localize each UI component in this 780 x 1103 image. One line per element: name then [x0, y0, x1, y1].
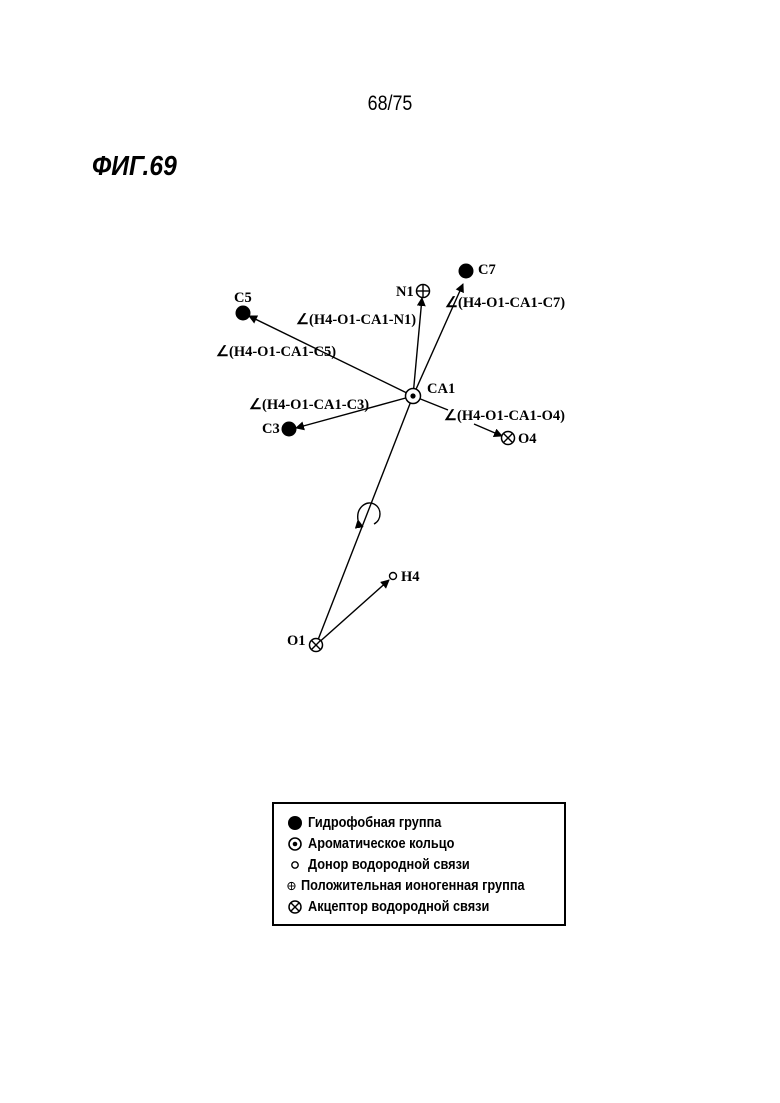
- label-c5: C5: [234, 290, 252, 306]
- label-h4: H4: [401, 569, 420, 585]
- circle-cross-icon: [286, 898, 304, 916]
- legend-item-aromatic: Ароматическое кольцо: [286, 833, 564, 854]
- c3-atom: [282, 422, 297, 437]
- c7-atom: [459, 264, 474, 279]
- n1-atom: [417, 285, 430, 298]
- label-o1: O1: [287, 633, 306, 649]
- c5-atom: [236, 306, 251, 321]
- label-o4: O4: [518, 431, 537, 447]
- legend-item-acceptor: Акцептор водородной связи: [286, 896, 564, 917]
- label-c3: C3: [262, 421, 280, 437]
- angle-label-c7: ∠(H4-O1-CA1-C7): [445, 295, 565, 311]
- dotted-circle-icon: [286, 835, 304, 853]
- legend-item-donor: Донор водородной связи: [286, 854, 564, 875]
- label-n1: N1: [396, 284, 414, 300]
- legend-label: Ароматическое кольцо: [308, 835, 454, 852]
- legend-item-hydrophobic: Гидрофобная группа: [286, 812, 564, 833]
- ca1-atom: [406, 389, 421, 404]
- o4-atom: [502, 432, 515, 445]
- angle-label-o4: ∠(H4-O1-CA1-O4): [444, 408, 565, 424]
- legend-label: Положительная ионогенная группа: [301, 877, 525, 894]
- h4-atom: [390, 573, 397, 580]
- angle-label-c5: ∠(H4-O1-CA1-C5): [216, 344, 336, 360]
- legend-label: Гидрофобная группа: [308, 814, 441, 831]
- angle-label-n1: ∠(H4-O1-CA1-N1): [296, 312, 416, 328]
- legend-box: Гидрофобная группа Ароматическое кольцо …: [272, 802, 566, 926]
- legend-label: Акцептор водородной связи: [308, 898, 489, 915]
- label-ca1: CA1: [427, 381, 455, 397]
- o1-atom: [310, 639, 323, 652]
- vector-angle-o4: [474, 424, 502, 436]
- legend-label: Донор водородной связи: [308, 856, 470, 873]
- bond-o1-ca1: [316, 396, 413, 645]
- legend-item-positive-ionizable: Положительная ионогенная группа: [286, 875, 564, 896]
- rotation-arrow-icon: [358, 503, 380, 524]
- filled-circle-icon: [286, 814, 304, 832]
- small-open-circle-icon: [286, 856, 304, 874]
- circle-plus-icon: [286, 877, 297, 895]
- angle-label-c3: ∠(H4-O1-CA1-C3): [249, 397, 369, 413]
- vector-o1-h4: [316, 580, 389, 645]
- label-c7: C7: [478, 262, 496, 278]
